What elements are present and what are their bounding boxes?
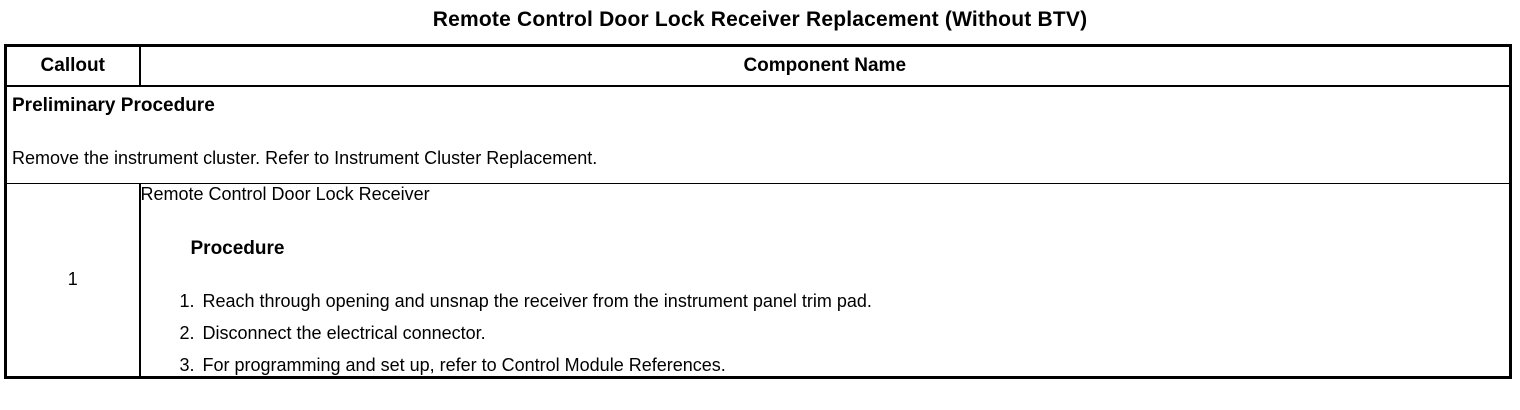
procedure-step: Disconnect the electrical connector. bbox=[200, 323, 1510, 344]
preliminary-procedure-heading: Preliminary Procedure bbox=[12, 94, 215, 116]
column-header-callout: Callout bbox=[4, 44, 141, 87]
procedure-heading: Procedure bbox=[190, 237, 285, 259]
procedure-step: Reach through opening and unsnap the rec… bbox=[200, 291, 1510, 312]
procedure-step: For programming and set up, refer to Con… bbox=[200, 355, 1510, 376]
preliminary-procedure-row: Preliminary Procedure Remove the instrum… bbox=[4, 84, 1512, 184]
page-title: Remote Control Door Lock Receiver Replac… bbox=[432, 8, 1088, 31]
component-cell: Remote Control Door Lock Receiver Proced… bbox=[138, 182, 1512, 378]
component-table: Callout Component Name Preliminary Proce… bbox=[4, 44, 1512, 379]
table-header-row: Callout Component Name bbox=[4, 44, 1512, 87]
component-name-text: Remote Control Door Lock Receiver bbox=[140, 183, 430, 204]
preliminary-procedure-text: Remove the instrument cluster. Refer to … bbox=[12, 147, 598, 168]
table-row: 1 Remote Control Door Lock Receiver Proc… bbox=[4, 182, 1512, 378]
preliminary-procedure-cell: Preliminary Procedure Remove the instrum… bbox=[4, 84, 1512, 184]
callout-value: 1 bbox=[4, 182, 141, 378]
procedure-step-list: Reach through opening and unsnap the rec… bbox=[141, 291, 1510, 376]
column-header-component-name: Component Name bbox=[138, 44, 1512, 87]
